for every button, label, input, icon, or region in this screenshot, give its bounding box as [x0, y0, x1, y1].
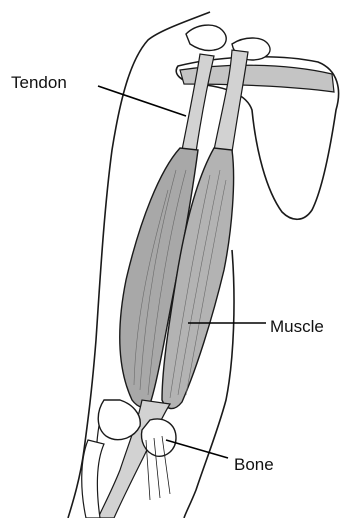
- tendon-leader-line: [98, 86, 186, 116]
- muscle-label: Muscle: [270, 318, 324, 335]
- humerus-condyle: [98, 400, 140, 440]
- tendon-label: Tendon: [11, 74, 67, 91]
- ulna-bone: [82, 440, 104, 518]
- bone-label: Bone: [234, 456, 274, 473]
- bone-leader-line: [166, 440, 228, 458]
- acromion: [186, 25, 226, 50]
